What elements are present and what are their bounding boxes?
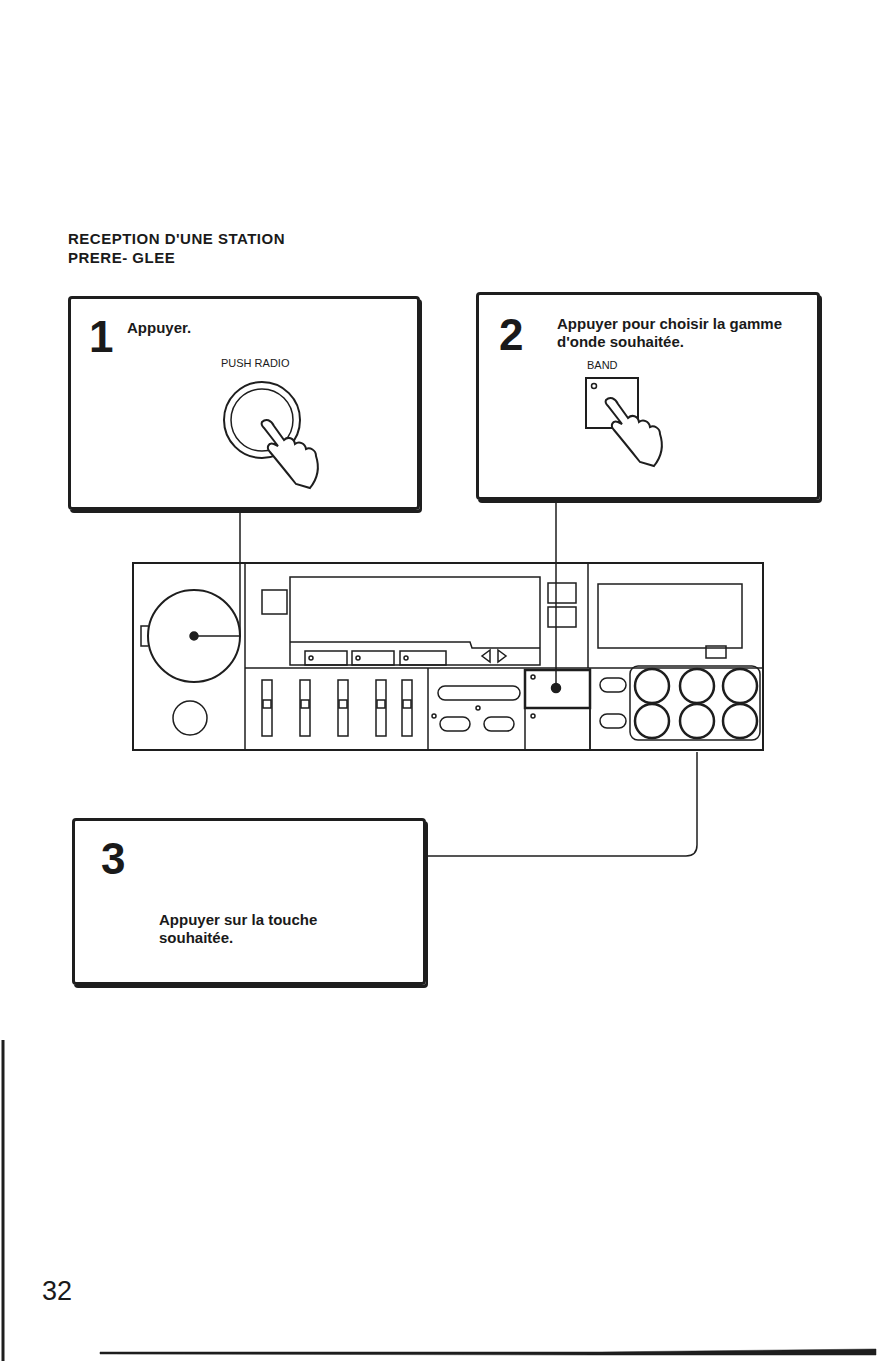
instruction-text: Appuyer sur la touche souhaitée. — [159, 911, 359, 947]
leader-line — [555, 500, 557, 688]
page-number: 32 — [42, 1276, 72, 1307]
instruction-box: 2 Appuyer pour choisir la gamme d'onde so… — [476, 292, 820, 500]
button-label: BAND — [587, 359, 618, 371]
diagram-title: RECEPTION D'UNE STATION PRERE- GLEE — [68, 230, 318, 268]
page-rule — [100, 1349, 876, 1355]
step-number: 3 — [101, 837, 125, 881]
leader-dot — [552, 684, 561, 693]
hand-icon — [606, 398, 662, 466]
instruction-box: 3Appuyer sur la touche souhaitée. — [72, 818, 426, 985]
leader-line — [196, 510, 240, 636]
instruction-box: 1 Appuyer. PUSH RADIO — [68, 296, 420, 510]
button-label: PUSH RADIO — [221, 357, 289, 369]
hand-icon — [262, 420, 318, 488]
page-edge — [2, 1040, 5, 1361]
band-led — [592, 384, 597, 389]
leader-line — [426, 752, 697, 856]
instruction-text: Appuyer. — [127, 319, 327, 337]
car-stereo — [133, 563, 763, 750]
step-number: 2 — [499, 313, 523, 357]
step-number: 1 — [89, 315, 113, 359]
leader-dot — [190, 632, 198, 640]
instruction-text: Appuyer pour choisir la gamme d'onde sou… — [557, 315, 797, 351]
